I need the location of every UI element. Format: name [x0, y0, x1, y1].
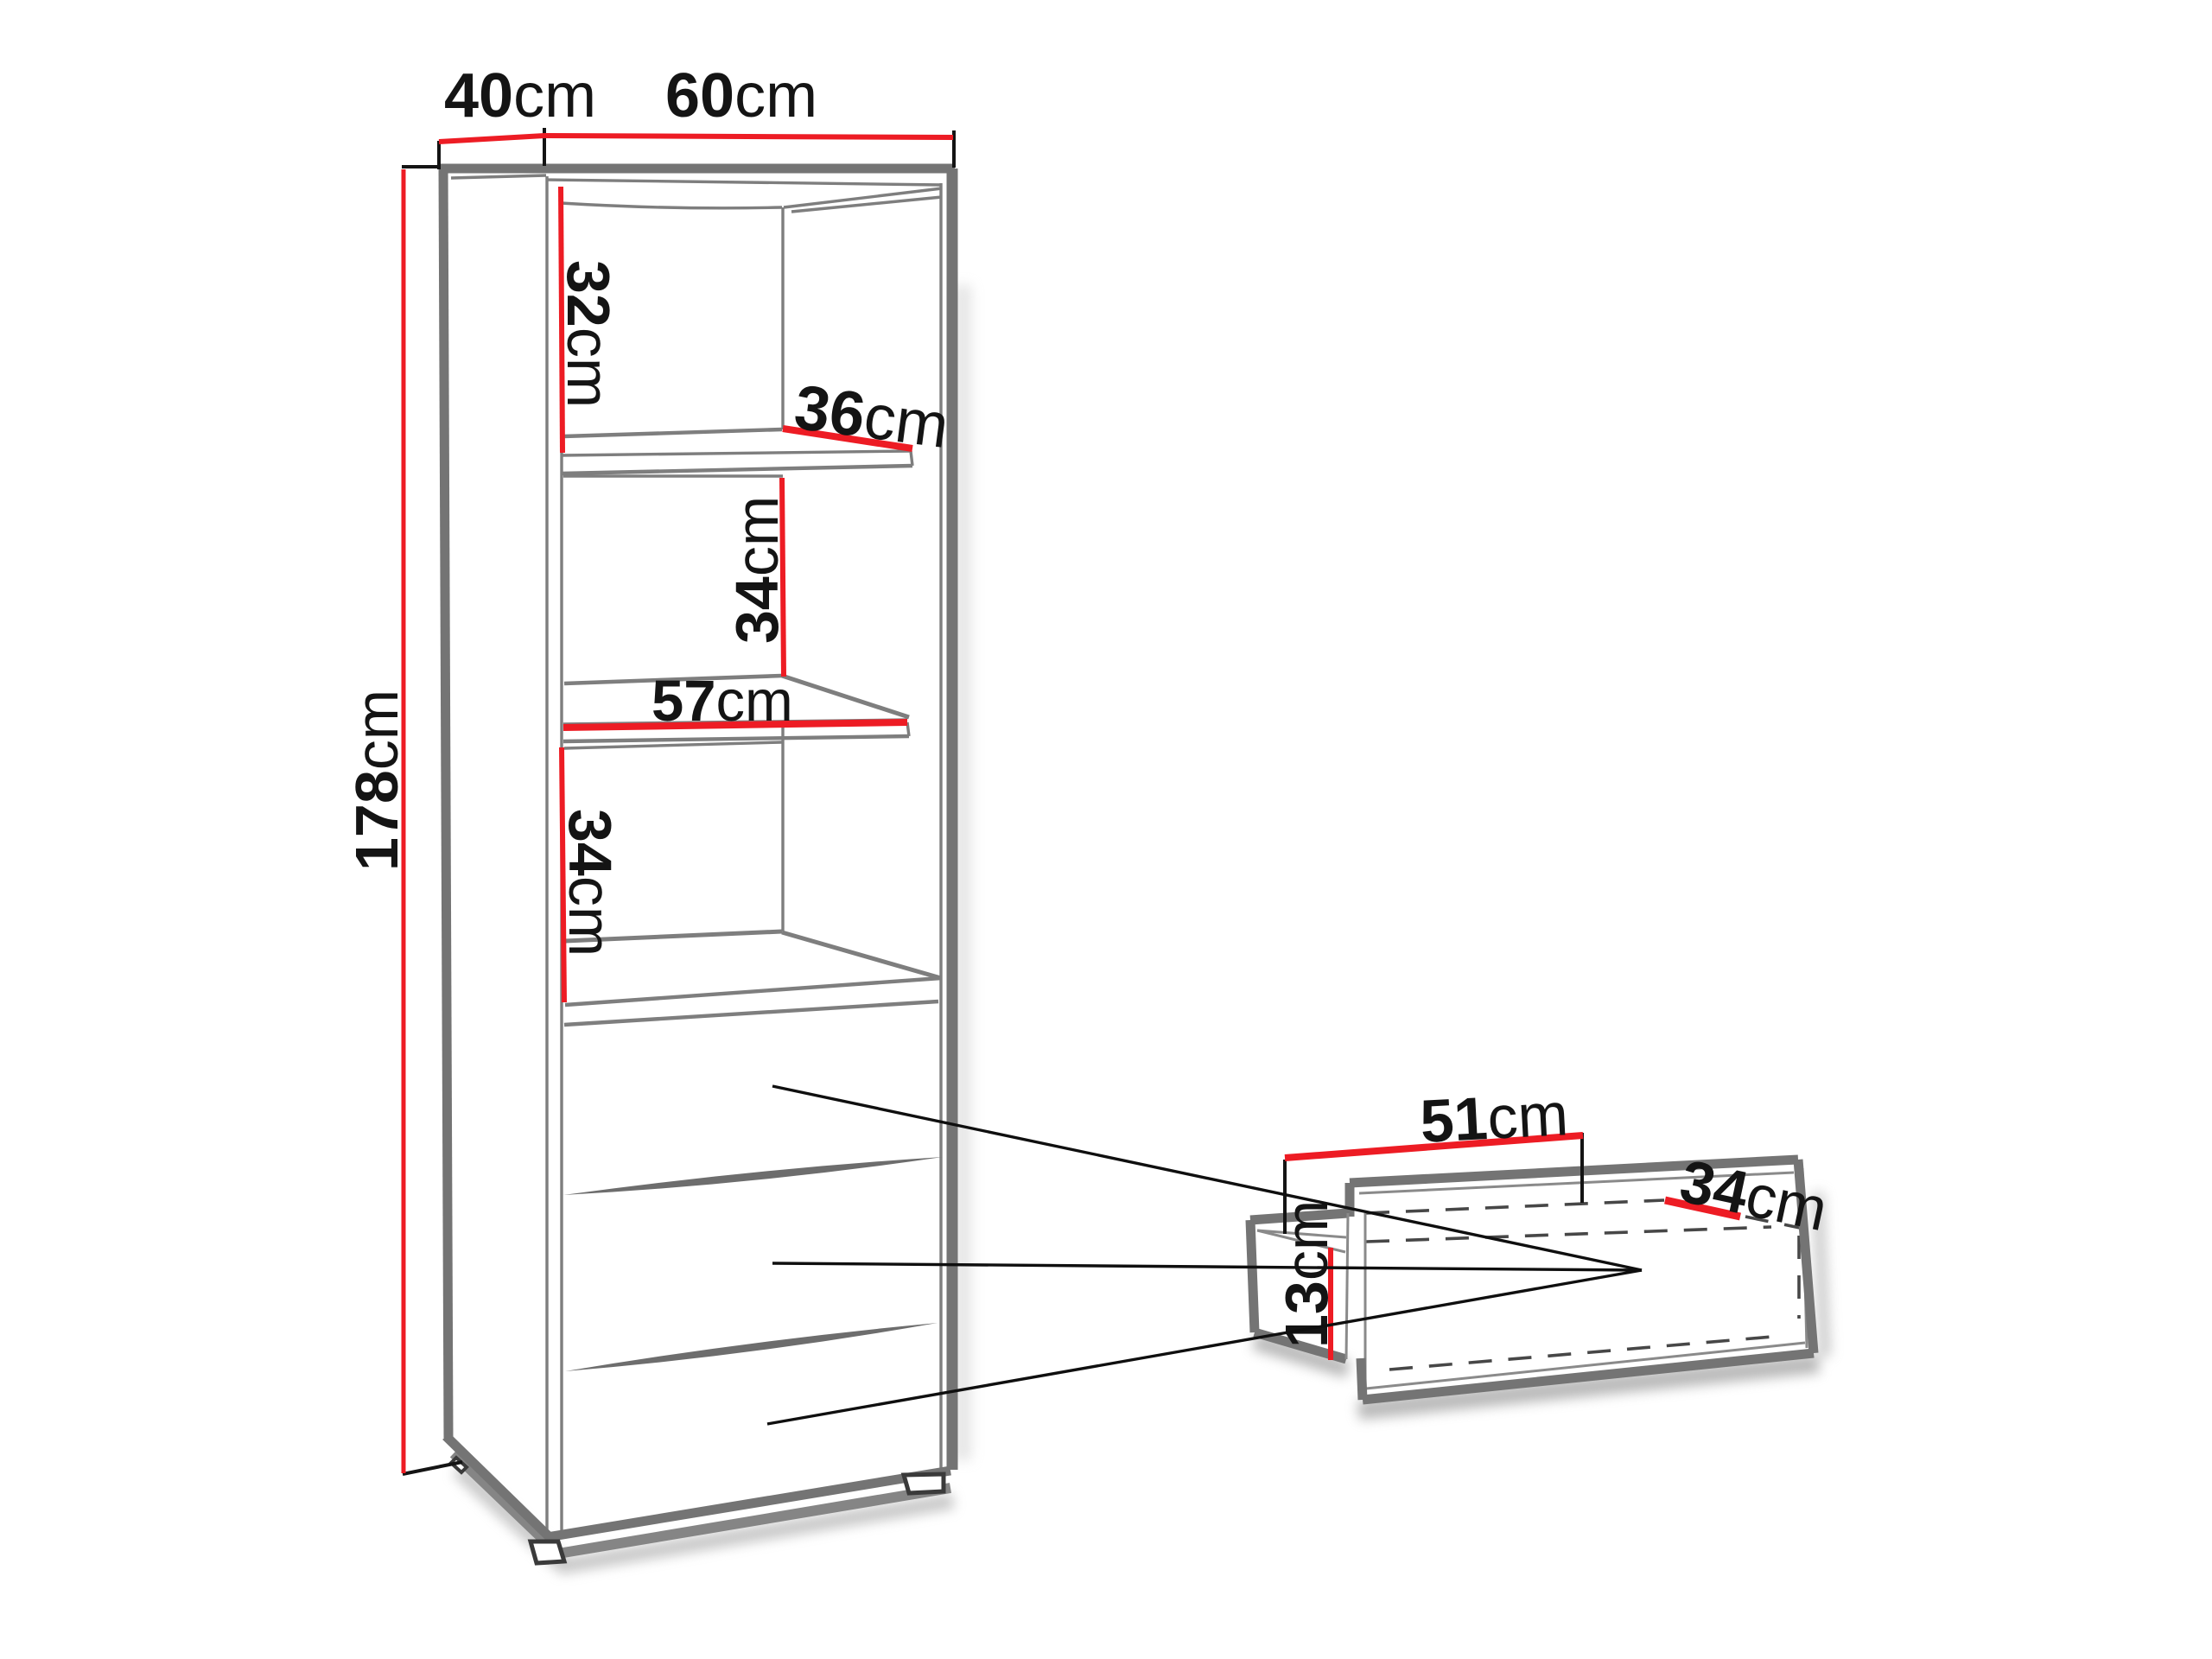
- svg-text:34cm: 34cm: [723, 496, 791, 644]
- svg-text:60cm: 60cm: [665, 61, 817, 130]
- svg-text:34cm: 34cm: [1675, 1147, 1834, 1243]
- svg-text:32cm: 32cm: [555, 260, 622, 408]
- svg-text:34cm: 34cm: [556, 809, 624, 957]
- svg-text:13cm: 13cm: [1273, 1200, 1340, 1348]
- svg-text:57cm: 57cm: [652, 669, 793, 734]
- svg-text:51cm: 51cm: [1419, 1080, 1570, 1155]
- svg-text:40cm: 40cm: [444, 61, 596, 130]
- svg-text:178cm: 178cm: [343, 690, 410, 871]
